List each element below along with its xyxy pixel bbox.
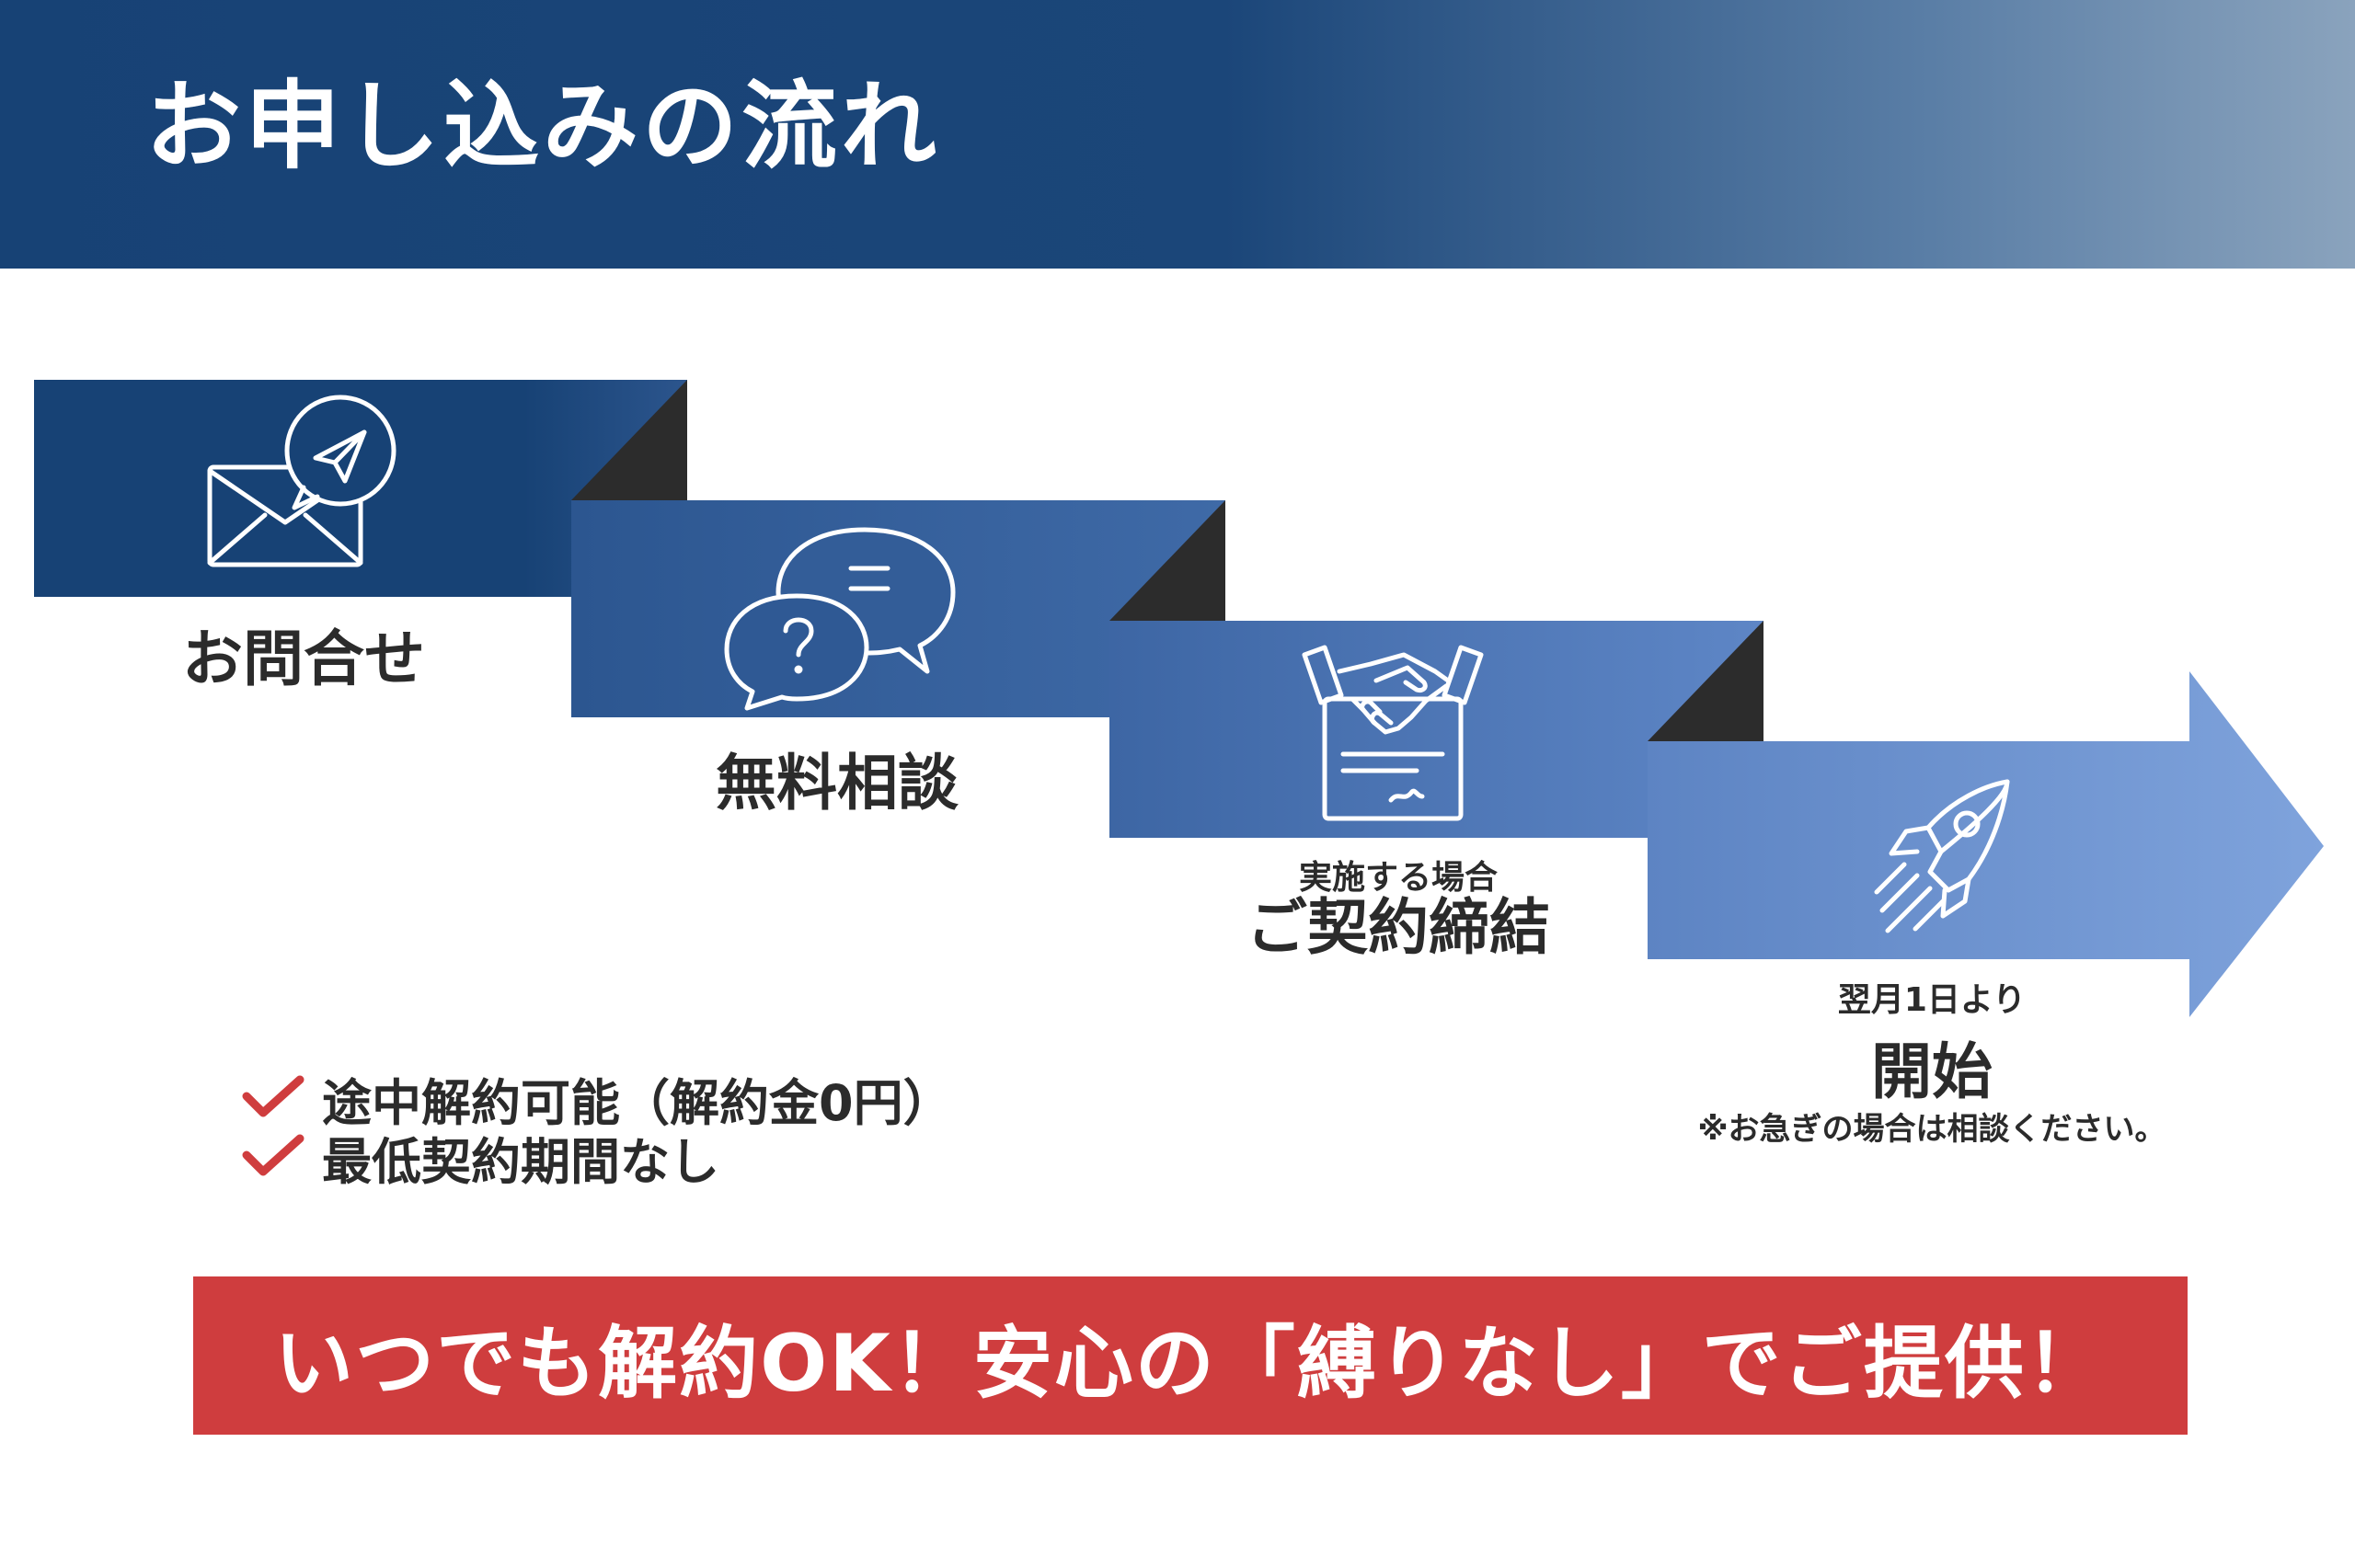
- header-bar: お申し込みの流れ: [0, 0, 2355, 269]
- checklist-item: 途中解約可能（解約金0円）: [241, 1069, 953, 1132]
- checklist-text: 最低契約期間なし: [322, 1132, 719, 1191]
- page-title: お申し込みの流れ: [145, 70, 941, 182]
- flow-steps: [34, 380, 2324, 1017]
- step-1-fold: [571, 380, 687, 500]
- check-icon: [242, 1075, 304, 1117]
- step-3-sub-label: 実施する場合: [1298, 859, 1498, 897]
- check-icon: [242, 1134, 304, 1176]
- step-3-label: ご契約締結: [1246, 892, 1550, 963]
- step-4-sub-label: 翌月1日より: [1837, 981, 2027, 1019]
- rocket-icon: [1874, 779, 2010, 933]
- promo-banner: いつでも解約OK！安心の「縛りなし」でご提供！: [193, 1276, 2188, 1435]
- step-1-label: お問合せ: [182, 624, 425, 694]
- mail-send-icon: [207, 395, 396, 567]
- handshake-contract-icon: [1302, 645, 1484, 821]
- step-3-fold: [1648, 621, 1763, 741]
- promo-banner-text: いつでも解約OK！安心の「縛りなし」でご提供！: [274, 1317, 2107, 1410]
- checklist: 途中解約可能（解約金0円） 最低契約期間なし: [241, 1069, 953, 1191]
- step-4-arrow: [1648, 671, 2324, 1017]
- step-4-note: ※お急ぎの場合は相談ください。: [1697, 1111, 2166, 1148]
- checklist-text: 途中解約可能（解約金0円）: [322, 1073, 953, 1132]
- step-4-label: 開始: [1871, 1036, 1993, 1107]
- step-2-fold: [1109, 500, 1225, 621]
- checklist-item: 最低契約期間なし: [241, 1127, 953, 1191]
- chat-bubbles-icon: [724, 527, 956, 711]
- step-2-label: 無料相談: [716, 748, 959, 818]
